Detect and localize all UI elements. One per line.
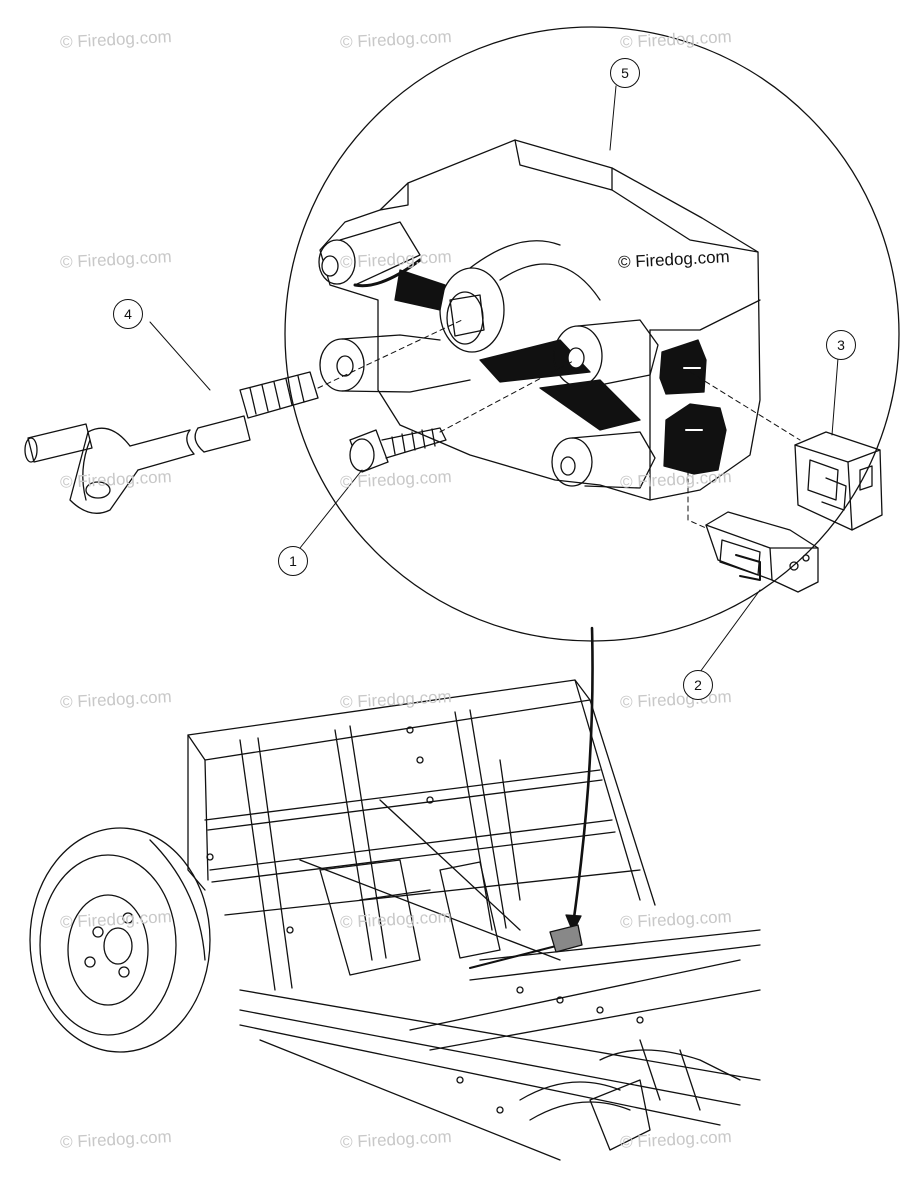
front-wheel	[29, 827, 211, 1053]
callout-2: 2	[683, 670, 713, 700]
connector-2	[705, 511, 819, 593]
assembly-dashed-lines	[317, 319, 801, 529]
location-arrow	[565, 626, 594, 933]
callout-3: 3	[826, 330, 856, 360]
cart-chassis	[29, 679, 761, 1161]
shaft	[24, 371, 319, 514]
potentiometer-housing	[318, 139, 761, 501]
callout-4: 4	[113, 299, 143, 329]
leader-lines	[149, 85, 839, 673]
callout-5: 5	[610, 58, 640, 88]
connector-3	[794, 431, 883, 531]
screw	[349, 427, 447, 473]
detail-view-circle	[284, 26, 900, 642]
callout-1: 1	[278, 546, 308, 576]
